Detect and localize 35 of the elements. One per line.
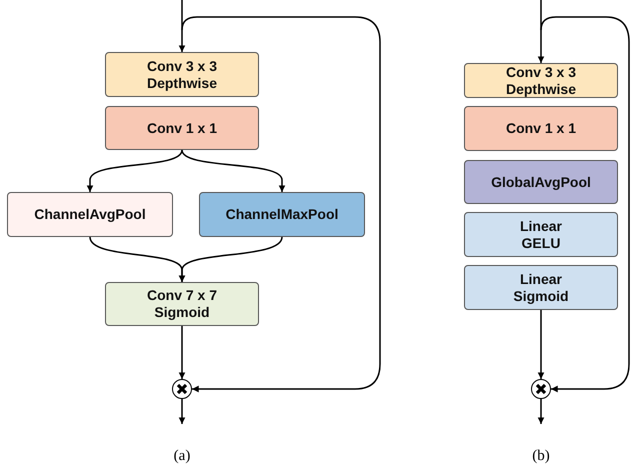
- arrow: [178, 0, 186, 52]
- layer-box: [464, 212, 618, 257]
- layer-label: Conv 1 x 1: [146, 120, 218, 136]
- layer-label: GlobalAvgPool: [491, 174, 591, 190]
- arrow: [538, 310, 544, 379]
- arrow: [178, 326, 186, 379]
- layer-label: Linear GELU: [518, 218, 563, 252]
- layer-label: Conv 3 x 3 Depthwise: [146, 58, 218, 92]
- arrow: [178, 236, 283, 282]
- layer-label: Conv 3 x 3 Depthwise: [504, 64, 578, 98]
- arrow: [181, 16, 381, 392]
- arrow: [538, 0, 544, 63]
- panel-caption: (b): [532, 448, 550, 465]
- arrow: [178, 399, 186, 424]
- arrow: [540, 16, 630, 392]
- layer-box: [105, 52, 259, 97]
- layer-label: Conv 7 x 7 Sigmoid: [146, 287, 218, 321]
- layer-box: [464, 63, 618, 98]
- layer-box: [464, 265, 618, 310]
- layer-label: ChannelMaxPool: [226, 206, 338, 223]
- arrow: [538, 399, 544, 424]
- layer-label: Linear Sigmoid: [512, 270, 570, 304]
- multiply-node: [531, 379, 551, 399]
- arrow: [181, 150, 286, 192]
- layer-box: [7, 192, 173, 237]
- layer-box: [464, 106, 618, 151]
- layer-label: ChannelAvgPool: [34, 206, 146, 223]
- arrow: [86, 150, 183, 192]
- layer-label: Conv 1 x 1: [506, 120, 576, 137]
- multiply-node: [172, 379, 192, 399]
- layer-box: [105, 282, 259, 326]
- layer-box: [464, 160, 618, 204]
- layer-box: [199, 192, 365, 237]
- panel-caption: (a): [174, 448, 190, 465]
- layer-box: [105, 106, 259, 150]
